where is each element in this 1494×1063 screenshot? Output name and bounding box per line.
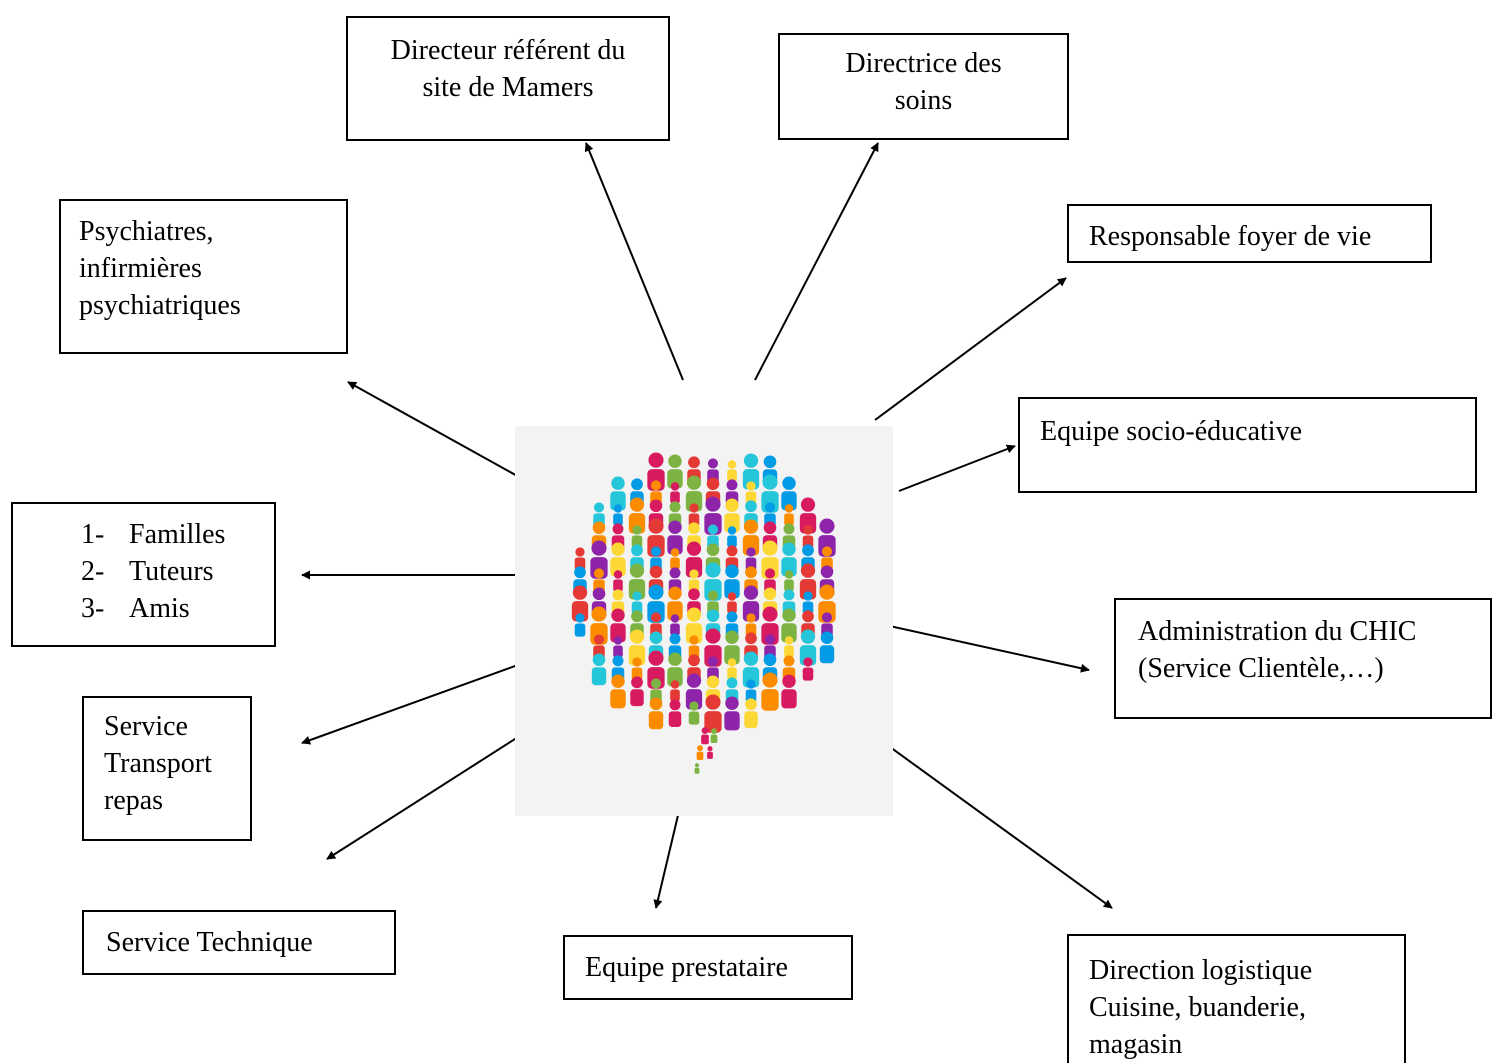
person-icon <box>802 657 814 681</box>
box-line: Equipe prestataire <box>585 952 788 983</box>
person-icon <box>670 614 680 636</box>
person-icon <box>784 570 794 592</box>
service-transport-box: Service Transport repas <box>82 696 252 841</box>
list-item: 1- Familles <box>81 516 274 553</box>
box-line: Responsable foyer de vie <box>1089 221 1372 252</box>
person-icon <box>574 613 586 637</box>
arrow-to-logistique <box>849 717 1113 909</box>
person-icon <box>688 701 700 725</box>
arrow-to-responsable <box>874 277 1067 421</box>
person-icon <box>668 699 682 727</box>
box-line: site de Mamers <box>422 72 594 103</box>
person-icon <box>781 674 797 709</box>
familles-box: 1- Familles 2- Tuteurs 3- Amis <box>11 502 276 647</box>
person-icon <box>701 727 709 745</box>
list-item: 3- Amis <box>81 590 274 627</box>
person-icon <box>613 570 623 592</box>
person-icon <box>648 697 664 730</box>
direction-logistique-box: Direction logistique Cuisine, buanderie,… <box>1067 934 1406 1063</box>
equipe-socio-educative-box: Equipe socio-éducative <box>1018 397 1477 493</box>
administration-chic-box: Administration du CHIC (Service Clientèl… <box>1114 598 1492 719</box>
box-line: Service <box>104 711 188 742</box>
box-line: Service Technique <box>106 927 313 958</box>
person-icon <box>724 630 740 665</box>
box-line: repas <box>104 785 164 816</box>
person-icon <box>744 698 758 729</box>
box-line: Psychiatres, <box>79 216 214 247</box>
directrice-soins-box: Directrice des soins <box>778 33 1069 140</box>
box-line: soins <box>894 85 953 116</box>
person-icon <box>724 564 740 599</box>
person-icon <box>724 696 740 731</box>
responsable-foyer-box: Responsable foyer de vie <box>1067 204 1432 263</box>
person-icon <box>630 676 644 707</box>
person-icon <box>694 763 700 774</box>
psychiatres-box: Psychiatres, infirmières psychiatriques <box>59 199 348 354</box>
box-line: magasin <box>1089 1029 1183 1060</box>
list-label: Tuteurs <box>129 556 214 587</box>
person-icon <box>696 745 704 761</box>
arrow-to-administration <box>875 622 1090 673</box>
person-icon <box>610 674 626 709</box>
person-icon <box>610 542 626 577</box>
person-icon <box>670 548 680 570</box>
box-line: infirmières <box>79 253 202 284</box>
person-icon <box>613 504 623 526</box>
person-icon <box>784 636 794 658</box>
list-number: 3- <box>81 593 105 624</box>
person-icon <box>781 608 797 643</box>
person-icon <box>710 728 718 744</box>
person-icon <box>667 454 683 489</box>
service-technique-box: Service Technique <box>82 910 396 975</box>
equipe-prestataire-box: Equipe prestataire <box>563 935 853 1000</box>
person-icon <box>667 586 683 621</box>
person-icon <box>761 672 779 711</box>
box-line: Direction logistique <box>1089 955 1313 986</box>
box-line: Directeur référent du <box>390 35 626 66</box>
person-icon <box>727 460 737 482</box>
box-line: Transport <box>104 748 212 779</box>
person-icon <box>667 520 683 555</box>
person-icon <box>670 482 680 504</box>
list-item: 2- Tuteurs <box>81 553 274 590</box>
person-icon <box>610 476 626 511</box>
arrow-to-directeur <box>584 142 684 381</box>
box-line: Cuisine, buanderie, <box>1089 992 1306 1023</box>
list-number: 1- <box>81 519 105 550</box>
person-icon <box>610 608 626 643</box>
box-line: psychiatriques <box>79 290 241 321</box>
person-icon <box>707 746 713 759</box>
person-icon <box>727 526 737 548</box>
person-icon <box>613 636 623 658</box>
box-line: Directrice des <box>845 48 1002 79</box>
person-icon <box>819 631 835 664</box>
arrow-to-directrice <box>754 142 879 381</box>
person-icon <box>781 542 797 577</box>
person-icon <box>670 680 680 702</box>
person-icon <box>727 658 737 680</box>
box-line: Administration du CHIC <box>1138 616 1417 647</box>
person-icon <box>781 476 797 511</box>
box-line: (Service Clientèle,…) <box>1138 653 1384 684</box>
box-line: Equipe socio-éducative <box>1040 416 1303 447</box>
list-label: Familles <box>129 519 226 550</box>
person-icon <box>591 653 607 686</box>
person-icon <box>704 694 722 733</box>
person-icon <box>667 652 683 687</box>
list-label: Amis <box>129 593 190 624</box>
arrow-to-socio <box>898 444 1016 492</box>
list-number: 2- <box>81 556 105 587</box>
person-icon <box>727 592 737 614</box>
person-icon <box>784 504 794 526</box>
directeur-referent-box: Directeur référent du site de Mamers <box>346 16 670 141</box>
person-icon <box>724 498 740 533</box>
